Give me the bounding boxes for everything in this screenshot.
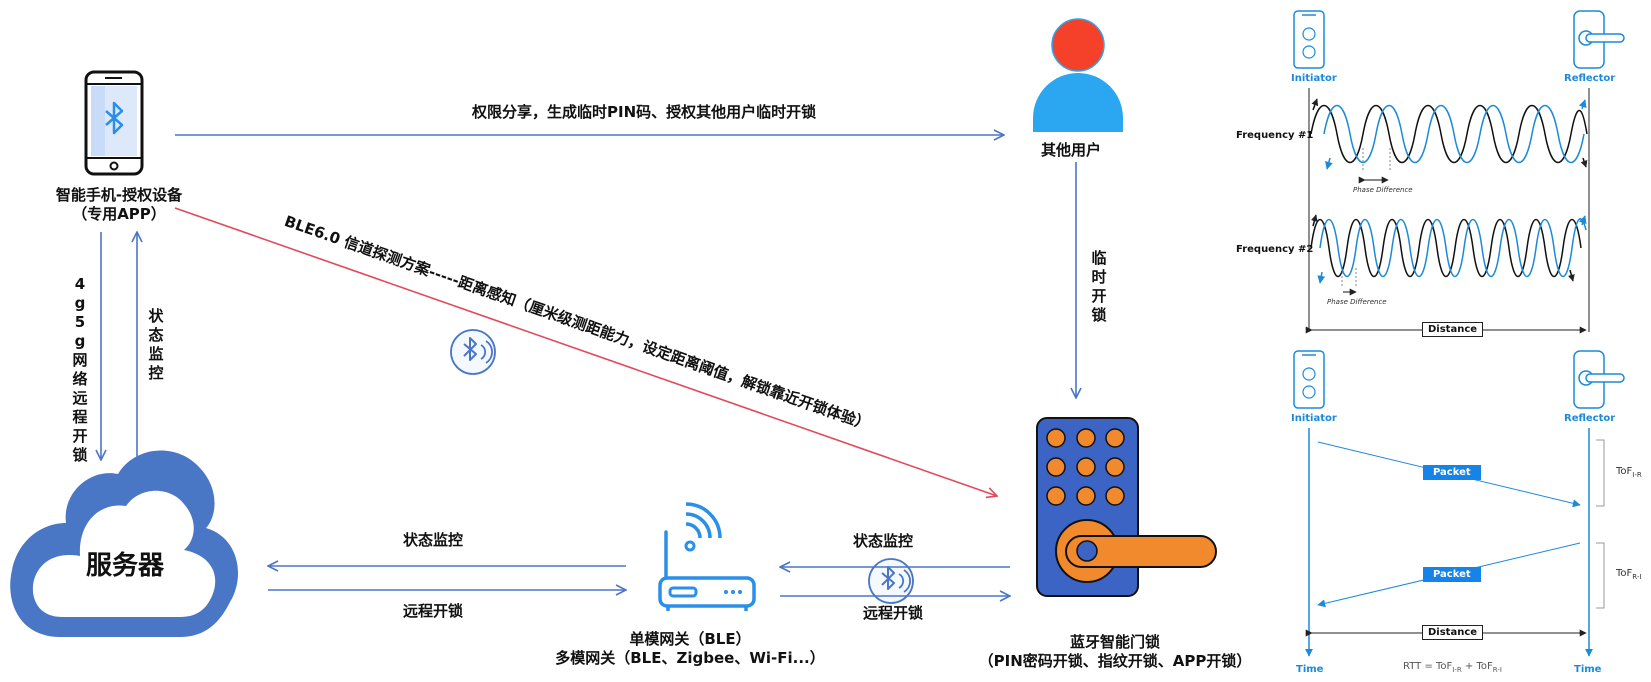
gateway-router-icon: [658, 502, 756, 611]
edge-label-gw-remote: 远程开锁: [403, 602, 464, 620]
reflector-handle-icon: [1573, 10, 1625, 69]
cs-rtt-formula: RTT = ToFI-R + ToFR-I: [1403, 661, 1502, 674]
arrow-ble-cs: [174, 207, 997, 496]
connector-arrows: [101, 135, 1076, 596]
cs-reflector-label-top: Reflector: [1564, 73, 1616, 84]
edge-label-lock-status: 状态监控: [853, 532, 914, 550]
edge-label-gw-status: 状态监控: [403, 531, 464, 549]
phone-label-line1: 智能手机-授权设备: [55, 186, 183, 204]
cs-initiator-label-bottom: Initiator: [1291, 413, 1337, 424]
cs-tof-ri: ToFR-I: [1616, 568, 1642, 581]
bluetooth-signal-icon: [868, 558, 914, 604]
lock-label: 蓝牙智能门锁 （PIN密码开锁、指纹开锁、APP开锁）: [955, 633, 1275, 671]
cs-initiator-label-top: Initiator: [1291, 73, 1337, 84]
edge-label-remote-4g: 4g5g网络远程开锁: [72, 275, 88, 464]
other-user-label: 其他用户: [1041, 141, 1102, 159]
edge-label-lock-remote: 远程开锁: [863, 604, 924, 622]
lock-label-line2: （PIN密码开锁、指纹开锁、APP开锁）: [978, 652, 1252, 670]
reflector-handle-icon: [1573, 350, 1625, 409]
server-label: 服务器: [86, 551, 165, 581]
cs-tof-ir: ToFI-R: [1616, 466, 1642, 479]
phone-label: 智能手机-授权设备 （专用APP）: [48, 186, 190, 224]
cs-phase-diagram: [1293, 10, 1625, 334]
initiator-device-icon: [1293, 10, 1325, 69]
gateway-label-line1: 单模网关（BLE）: [629, 630, 751, 648]
lock-label-line1: 蓝牙智能门锁: [1069, 633, 1160, 651]
cs-rtt-diagram: [1293, 350, 1625, 657]
phone-label-line2: （专用APP）: [72, 205, 166, 223]
smartphone-icon: [84, 70, 144, 176]
initiator-device-icon: [1293, 350, 1325, 409]
cs-phase-diff-label-2: Phase Difference: [1327, 298, 1387, 306]
cs-time-label-right: Time: [1574, 664, 1602, 675]
gateway-label: 单模网关（BLE） 多模网关（BLE、Zigbee、Wi-Fi...）: [540, 630, 840, 668]
edge-label-temp-unlock: 临时开锁: [1091, 249, 1107, 324]
cs-reflector-label-bottom: Reflector: [1564, 413, 1616, 424]
user-avatar-icon: [1033, 18, 1123, 132]
bluetooth-signal-icon: [450, 329, 496, 375]
cs-distance-box-2: Distance: [1422, 625, 1484, 640]
smart-lock-icon: [1036, 417, 1217, 597]
cs-distance-box-1: Distance: [1422, 322, 1484, 337]
cs-phase-diff-label-1: Phase Difference: [1353, 186, 1413, 194]
cs-packet-2: Packet: [1423, 567, 1481, 582]
gateway-label-line2: 多模网关（BLE、Zigbee、Wi-Fi...）: [555, 649, 825, 667]
cs-time-label-left: Time: [1296, 664, 1324, 675]
cs-freq1-label: Frequency #1: [1236, 130, 1314, 141]
edge-label-status-monitor: 状态监控: [148, 307, 164, 382]
edge-label-share: 权限分享，生成临时PIN码、授权其他用户临时开锁: [472, 103, 817, 121]
cloud-server-icon: [10, 450, 239, 637]
cs-freq2-label: Frequency #2: [1236, 244, 1314, 255]
cs-packet-1: Packet: [1423, 465, 1481, 480]
